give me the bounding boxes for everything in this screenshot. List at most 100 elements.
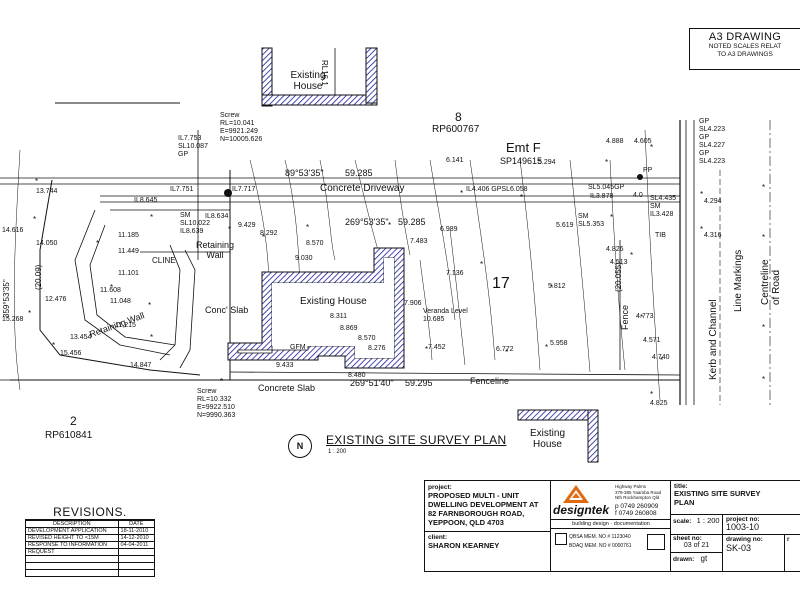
spot-level: 11.101 — [118, 270, 139, 277]
existing-house-main — [227, 247, 405, 369]
revision-row — [25, 569, 156, 577]
designtek-logo-icon — [563, 485, 589, 503]
revision-row — [25, 562, 156, 570]
revision-row — [25, 555, 156, 563]
sheet-cell: sheet no: 03 of 21 — [671, 535, 723, 553]
revision-date: 14-12-2010 — [117, 534, 156, 542]
svg-text:*: * — [262, 233, 265, 242]
project-no-cell: project no: 1003-10 — [723, 515, 800, 535]
a3-drawing-note: A3 DRAWING NOTED SCALES RELAT TO A3 DRAW… — [689, 28, 800, 70]
client-label: client: — [428, 534, 448, 541]
spot-level: 4.826 — [606, 246, 624, 253]
sheet-value: 03 of 21 — [683, 542, 710, 549]
spot-level: 7.483 — [410, 238, 428, 245]
drawn-cell: drawn: gt — [671, 553, 723, 571]
revision-date — [117, 548, 156, 556]
spot-level: 4.294 — [704, 198, 722, 205]
spot-level: 8.869 — [340, 325, 358, 332]
contour-lines — [13, 129, 661, 401]
il-7751: IL7.751 — [170, 186, 194, 193]
a3-line-1: NOTED SCALES RELAT — [708, 43, 782, 50]
project-text: PROPOSED MULTI - UNIT DWELLING DEVELOPME… — [428, 491, 539, 527]
project-cell: project: PROPOSED MULTI - UNIT DWELLING … — [425, 481, 551, 571]
spot-level: 8.292 — [260, 230, 278, 237]
title-label: title: — [674, 483, 688, 490]
existing-house-bottom-label: Existing House — [530, 428, 566, 450]
spot-level: 8.570 — [358, 335, 376, 342]
spot-level: 13.454 — [70, 334, 92, 341]
revision-date: 04-04-2011 — [117, 541, 156, 549]
svg-text:*: * — [28, 309, 31, 318]
revision-description: REVISED HEIGHT TO <15M — [25, 534, 119, 542]
spot-level: 4.740 — [652, 354, 670, 361]
spot-level: 6.772 — [496, 346, 514, 353]
plan-scale: 1 : 200 — [328, 449, 347, 455]
designtek-cell: designtek Highway Palms 379-385 Yaamba R… — [551, 481, 671, 571]
svg-text:*: * — [150, 213, 153, 222]
spot-level: 12.476 — [45, 296, 67, 303]
spot-level: 4.316 — [704, 232, 722, 239]
spot-level: 13.744 — [36, 188, 58, 195]
designtek-tagline: building design · documentation — [551, 519, 671, 529]
spot-level: 11.048 — [110, 298, 131, 305]
existing-house-main-label: Existing House — [300, 296, 367, 307]
svg-text:*: * — [110, 283, 113, 292]
lot-2-number: 2 — [70, 414, 77, 428]
svg-text:*: * — [762, 233, 765, 242]
svg-text:*: * — [306, 223, 309, 232]
revision-date — [117, 562, 156, 570]
revision-date — [117, 555, 156, 563]
fence-label: Fence — [620, 304, 630, 330]
svg-text:*: * — [33, 215, 36, 224]
spot-level-markers: *** *** *** *** *** *** *** *** *** *** … — [28, 143, 765, 399]
revision-date: 18-11-2010 — [117, 527, 156, 535]
spot-level: 4.605 — [634, 138, 652, 145]
spot-level: 11.449 — [118, 248, 139, 255]
svg-text:*: * — [520, 193, 523, 202]
svg-text:*: * — [650, 143, 653, 152]
rl-top: RL16.1 — [320, 60, 329, 86]
svg-text:*: * — [480, 260, 483, 269]
client-name: SHARON KEARNEY — [428, 541, 500, 550]
revisions-col-description: DESCRIPTION — [25, 520, 119, 528]
revisions-col-date: DATE — [117, 520, 156, 528]
spot-level: 4.571 — [643, 337, 661, 344]
bearing-top: 89°53'35" — [285, 168, 324, 178]
svg-text:*: * — [762, 183, 765, 192]
spot-level: 5.294 — [538, 159, 556, 166]
spot-level: 6.989 — [440, 226, 458, 233]
spot-level: 9.030 — [295, 255, 313, 262]
spot-level: 4.773 — [636, 313, 654, 320]
spot-level: 11.185 — [118, 232, 139, 239]
revision-row: REQUEST — [25, 548, 156, 556]
revision-description: DEVELOPMENT APPLICATION — [25, 527, 119, 535]
svg-text:*: * — [630, 251, 633, 260]
svg-text:*: * — [35, 177, 38, 186]
drawn-value: gt — [700, 554, 708, 563]
svg-text:*: * — [148, 301, 151, 310]
title-block: project: PROPOSED MULTI - UNIT DWELLING … — [424, 480, 800, 572]
road-lines — [0, 120, 771, 405]
lot-2-rp: RP610841 — [45, 430, 93, 441]
svg-text:*: * — [425, 345, 428, 354]
line-markings-label: Line Markings — [733, 249, 744, 312]
distance-mid: 59.285 — [398, 217, 426, 227]
north-arrow-icon: N — [288, 434, 312, 458]
scale-value: 1 : 200 — [696, 516, 720, 525]
lot-17-number: 17 — [492, 275, 510, 292]
centreline-label: Centreline of Road — [760, 259, 782, 305]
designtek-contact: p 0749 260909 f 0749 260808 — [615, 503, 659, 517]
spot-level: 4.513 — [610, 259, 628, 266]
svg-text:*: * — [52, 341, 55, 350]
il-8645: IL8.645 — [134, 197, 158, 204]
revision-description — [25, 562, 119, 570]
sp-label: SP149615 — [500, 156, 543, 166]
conc-slab-label: Conc' Slab — [205, 305, 249, 315]
dimension-20055: (20.055) — [614, 262, 623, 292]
spot-level: 15.268 — [2, 316, 24, 323]
spot-level: 4.888 — [606, 138, 624, 145]
bdaq-badge-icon — [647, 534, 665, 550]
